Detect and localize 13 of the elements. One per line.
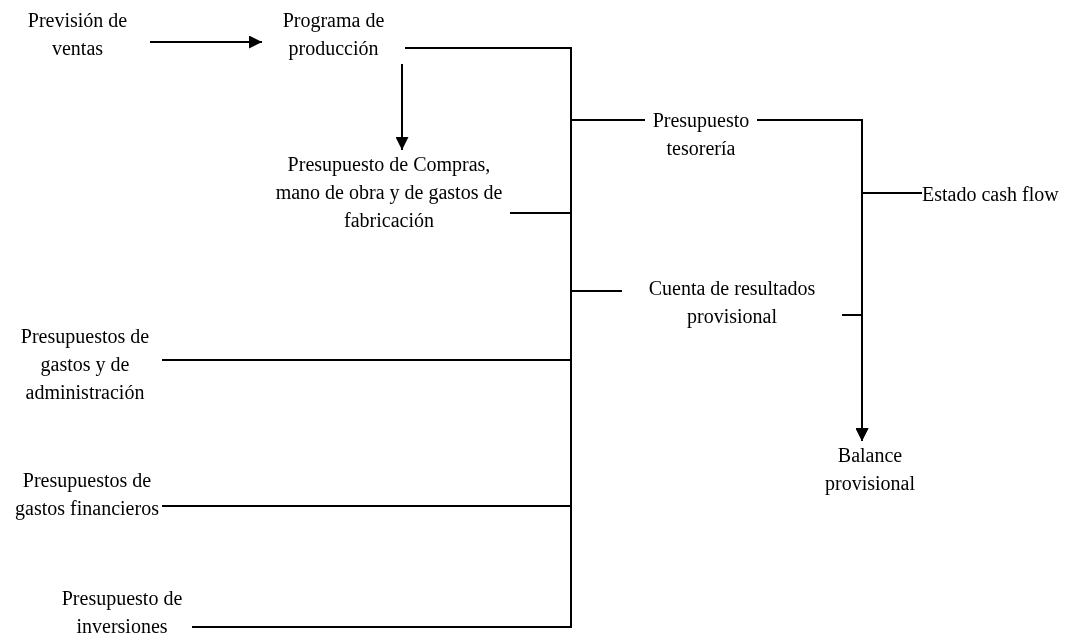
connector-line xyxy=(191,290,623,628)
node-label: Presupuesto tesorería xyxy=(645,106,757,162)
node-label: Programa de producción xyxy=(262,6,405,62)
arrow xyxy=(149,35,263,49)
arrow xyxy=(395,63,409,151)
node-label: Presupuesto de inversiones xyxy=(52,584,192,640)
node-label: Cuenta de resultados provisional xyxy=(622,274,842,330)
node-label: Presupuestos de gastos y de administración xyxy=(8,322,162,406)
node-label: Balance provisional xyxy=(812,441,928,497)
node-label: Estado cash flow xyxy=(922,180,1072,208)
node-label: Presupuestos de gastos financieros xyxy=(12,466,162,522)
node-label: Presupuesto de Compras, mano de obra y de gastos de fabricación xyxy=(268,150,510,234)
node-label: Previsión de ventas xyxy=(5,6,150,62)
